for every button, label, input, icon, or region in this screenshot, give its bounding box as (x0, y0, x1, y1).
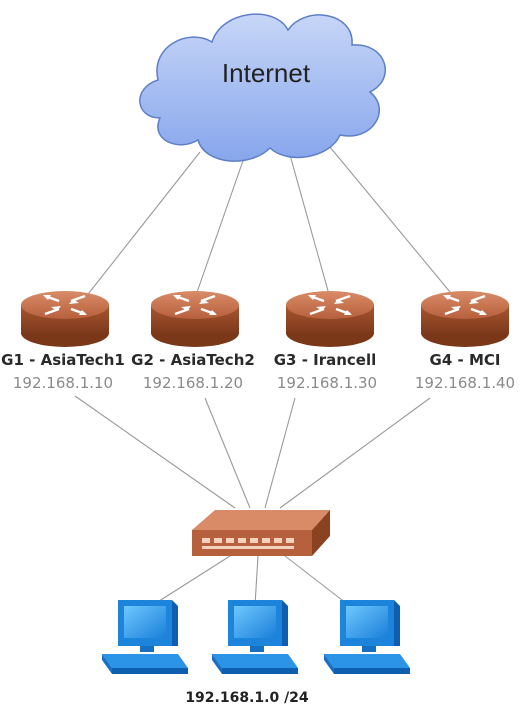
router-g3-name: G3 - Irancell (274, 351, 377, 369)
router-icon (284, 289, 376, 349)
link-internet-g2 (194, 154, 246, 299)
link-internet-g3 (289, 154, 331, 299)
computer-3 (324, 600, 410, 674)
router-g1 (19, 289, 111, 349)
router-g4-ip: 192.168.1.40 (415, 374, 515, 392)
link-g3-switch (264, 397, 296, 509)
link-g2-switch (204, 397, 251, 509)
link-g4-switch (279, 397, 431, 509)
computer-icon (212, 600, 298, 674)
internet-cloud-icon: Internet (139, 13, 387, 162)
router-g4-name: G4 - MCI (430, 351, 501, 369)
router-g2-ip: 192.168.1.20 (143, 374, 243, 392)
router-icon (419, 289, 511, 349)
cloud-label: Internet (222, 58, 311, 88)
router-g1-name: G1 - AsiaTech1 (1, 351, 125, 369)
link-internet-g4 (319, 134, 456, 299)
computer-2 (212, 600, 298, 674)
router-g3-ip: 192.168.1.30 (277, 374, 377, 392)
router-g2-name: G2 - AsiaTech2 (131, 351, 255, 369)
link-g1-switch (74, 395, 236, 509)
router-g2 (149, 289, 241, 349)
computer-icon (324, 600, 410, 674)
link-switch-pc2 (254, 555, 259, 606)
computer-icon (102, 600, 188, 674)
router-g3 (284, 289, 376, 349)
router-g1-ip: 192.168.1.10 (13, 374, 113, 392)
router-icon (19, 289, 111, 349)
computer-1 (102, 600, 188, 674)
subnet-label: 192.168.1.0 /24 (185, 690, 309, 706)
link-internet-g1 (84, 151, 201, 299)
router-g4 (419, 289, 511, 349)
switch-icon (192, 510, 330, 556)
router-icon (149, 289, 241, 349)
